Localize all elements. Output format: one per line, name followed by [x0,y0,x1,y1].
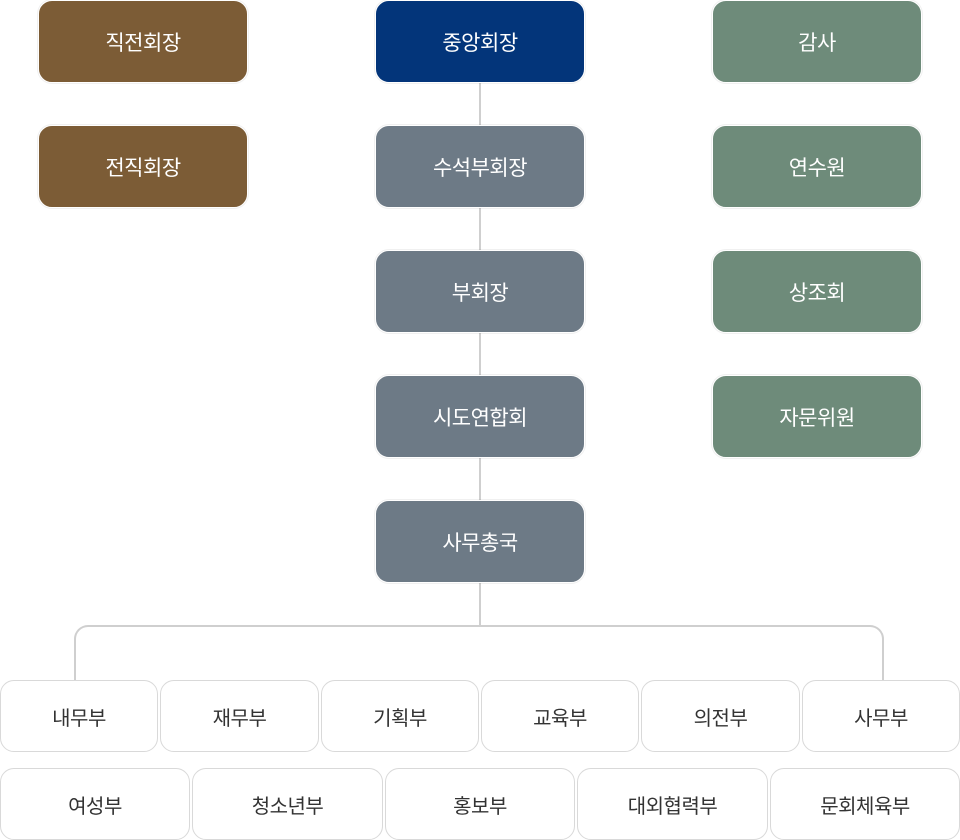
dept-external-cooperation: 대외협력부 [577,768,768,840]
dept-youth: 청소년부 [192,768,383,840]
department-bracket-top [88,625,870,627]
dept-public-relations: 홍보부 [385,768,575,840]
dept-internal-affairs: 내무부 [0,680,158,752]
dept-protocol: 의전부 [641,680,800,752]
node-central-president: 중앙회장 [375,0,585,83]
dept-planning: 기획부 [321,680,479,752]
node-senior-vice-president: 수석부회장 [375,125,585,208]
department-bracket-right-curve [868,625,884,641]
node-secretariat: 사무총국 [375,500,585,583]
node-immediate-past-president: 직전회장 [38,0,248,83]
node-training-institute: 연수원 [712,125,922,208]
dept-culture-sports: 문회체육부 [770,768,960,840]
node-former-presidents: 전직회장 [38,125,248,208]
department-bracket-left-curve [74,625,90,641]
dept-women: 여성부 [0,768,190,840]
node-vice-president: 부회장 [375,250,585,333]
dept-finance: 재무부 [160,680,319,752]
dept-administration: 사무부 [802,680,960,752]
node-mutual-aid-society: 상조회 [712,250,922,333]
node-advisory-committee: 자문위원 [712,375,922,458]
node-auditor: 감사 [712,0,922,83]
node-provincial-federation: 시도연합회 [375,375,585,458]
dept-education: 교육부 [481,680,639,752]
department-bracket-left-leg [74,639,76,681]
center-vertical-connector [479,80,481,626]
department-bracket-right-leg [882,639,884,681]
